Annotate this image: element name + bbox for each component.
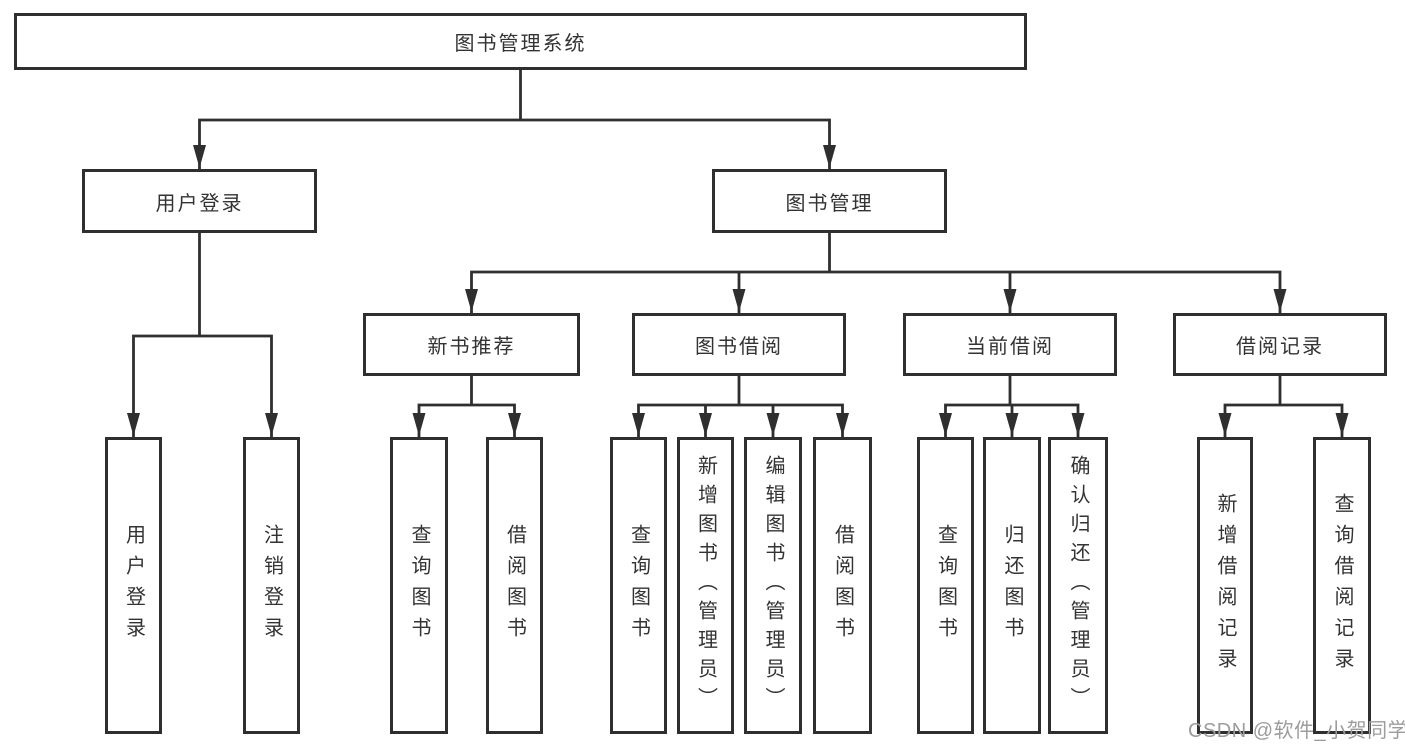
- node-borrow-records: 借阅记录: [1173, 313, 1387, 376]
- node-label: 新增图书（管理员）: [694, 455, 717, 716]
- arrow-down-icon: [1273, 289, 1287, 312]
- node-label: 查询图书: [627, 523, 650, 648]
- node-cb-return-books: 归还图书: [983, 437, 1041, 734]
- node-bb-query-books: 查询图书: [610, 437, 667, 734]
- arrow-down-icon: [127, 413, 140, 436]
- node-label: 借阅记录: [1236, 336, 1324, 358]
- arrow-down-icon: [766, 413, 780, 436]
- node-label: 借阅图书: [503, 523, 526, 648]
- arrow-down-icon: [1335, 413, 1349, 436]
- node-user-login: 用户登录: [82, 169, 317, 233]
- node-nb-borrow-books: 借阅图书: [486, 437, 543, 734]
- arrow-down-icon: [193, 145, 206, 168]
- node-label: 新书推荐: [427, 336, 516, 358]
- node-label: 查询图书: [408, 523, 430, 648]
- node-bb-borrow-books: 借阅图书: [813, 437, 872, 734]
- arrow-down-icon: [823, 145, 836, 168]
- node-cb-query-books: 查询图书: [917, 437, 974, 734]
- node-book-borrow: 图书借阅: [632, 313, 846, 376]
- node-label: 用户登录: [155, 192, 244, 215]
- node-new-book-recommend: 新书推荐: [363, 313, 580, 376]
- node-label: 图书借阅: [695, 336, 783, 358]
- connector-book-borrow-children: [637, 374, 844, 438]
- node-label: 注销登录: [260, 523, 283, 648]
- arrow-down-icon: [265, 413, 278, 436]
- node-br-query-borrow-record: 查询借阅记录: [1313, 437, 1371, 734]
- node-current-borrow: 当前借阅: [903, 313, 1117, 376]
- node-bb-add-books-admin: 新增图书（管理员）: [677, 437, 734, 734]
- node-label: 当前借阅: [966, 336, 1054, 358]
- node-label: 图书管理: [785, 192, 874, 215]
- connector-borrow-records-children: [1223, 374, 1344, 438]
- arrow-down-icon: [939, 413, 952, 436]
- node-label: 确认归还（管理员）: [1067, 455, 1089, 716]
- node-label: 用户登录: [122, 523, 145, 648]
- node-label: 归还图书: [1001, 523, 1023, 648]
- node-nb-query-books: 查询图书: [390, 437, 448, 734]
- connector-root-to-level2: [198, 68, 831, 170]
- node-label: 图书管理系统: [454, 33, 587, 55]
- node-book-management: 图书管理: [712, 169, 947, 233]
- node-label: 查询借阅记录: [1331, 492, 1353, 679]
- node-root: 图书管理系统: [14, 13, 1027, 70]
- arrow-down-icon: [412, 413, 426, 436]
- arrow-down-icon: [632, 413, 645, 436]
- arrow-down-icon: [1218, 413, 1232, 436]
- connector-current-borrow-children: [944, 374, 1080, 438]
- arrow-down-icon: [699, 413, 712, 436]
- node-bb-edit-books-admin: 编辑图书（管理员）: [744, 437, 802, 734]
- arrow-down-icon: [508, 413, 521, 436]
- node-label: 新增借阅记录: [1214, 492, 1236, 679]
- connector-new-book-children: [417, 374, 516, 438]
- node-label: 查询图书: [934, 523, 957, 648]
- arrow-down-icon: [1071, 413, 1085, 436]
- arrow-down-icon: [836, 413, 849, 436]
- connector-book-management-children: [470, 231, 1282, 314]
- node-label: 借阅图书: [831, 523, 854, 648]
- arrow-down-icon: [465, 289, 478, 312]
- arrow-down-icon: [732, 289, 746, 312]
- csdn-watermark: CSDN @软件_小贺同学: [1188, 720, 1405, 742]
- node-label: 编辑图书（管理员）: [762, 455, 784, 716]
- arrow-down-icon: [1003, 289, 1017, 312]
- arrow-down-icon: [1005, 413, 1019, 436]
- node-br-add-borrow-record: 新增借阅记录: [1197, 437, 1253, 734]
- node-cb-confirm-return-admin: 确认归还（管理员）: [1048, 437, 1108, 734]
- node-ul-user-login: 用户登录: [105, 437, 162, 734]
- connector-user-login-children: [132, 231, 273, 438]
- node-ul-logout: 注销登录: [243, 437, 300, 734]
